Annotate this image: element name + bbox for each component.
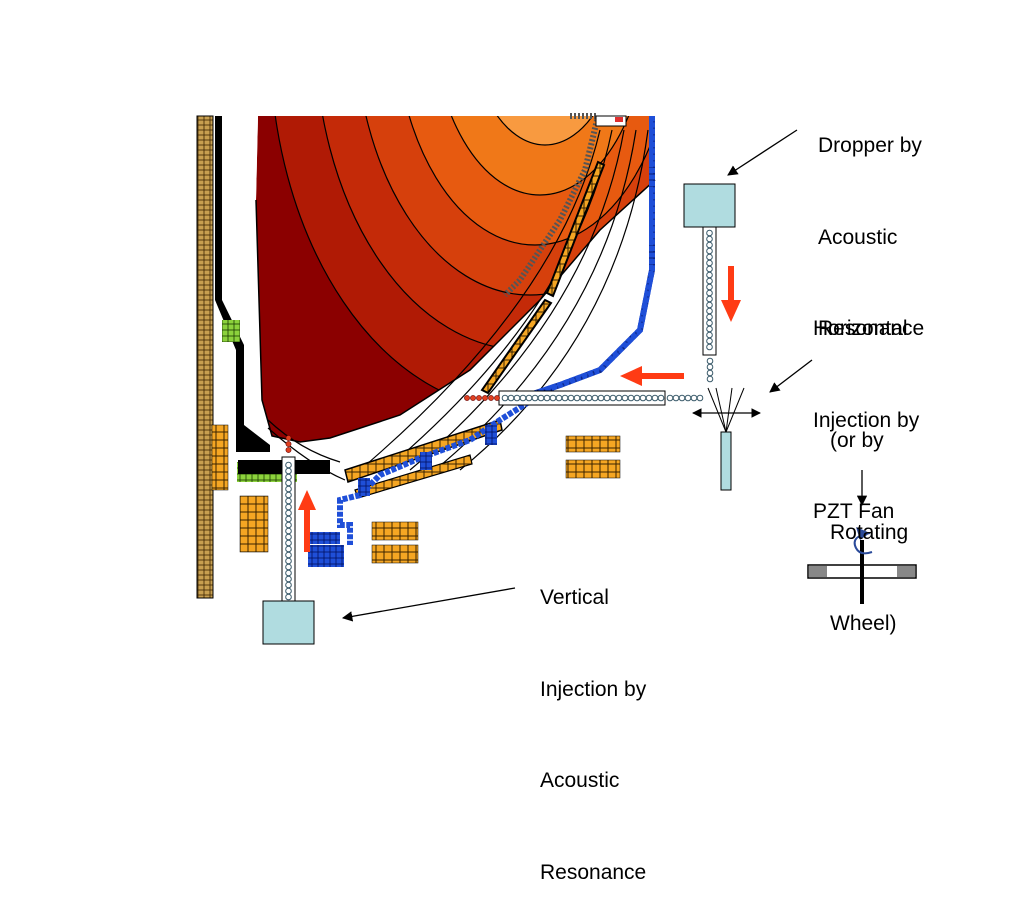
dropper-leader [727,129,798,176]
horizontal-label: Horizontal Injection by PZT Fan [813,253,919,558]
vertical-label-line-1: Vertical [540,586,609,609]
dropper-body [683,183,736,228]
horizontal-label-line-2: Injection by [813,408,920,432]
horizontal-label-line-3: PZT Fan [813,500,895,523]
vertical-injector-body [262,600,315,645]
vertical-pellets-in-plasma [285,435,292,453]
alternative-label: (or by Rotating Wheel) [830,365,908,670]
diagram: Dropper by Acoustic Resonance Horizontal… [196,70,924,884]
divertor-blue-block-4 [308,545,344,567]
vertical-pellets [285,461,292,601]
alternative-label-line-2: Rotating [830,520,909,544]
vertical-leader [341,587,516,622]
pf-coils [211,424,621,564]
leader-arrows [341,129,868,622]
divertor-blue-block-3 [358,478,370,496]
vertical-label-line-3: Acoustic [540,769,620,792]
separatrix [255,179,656,443]
green-coil-upper [222,320,240,342]
outer-blue-wall-edge [529,116,655,398]
upper-port [595,115,627,127]
diagram-svg [196,113,917,645]
dropper-flow-arrow [721,266,741,322]
horizontal-label-line-1: Horizontal [813,317,908,340]
horizontal-pellets [501,394,704,402]
vertical-flow-arrow [298,490,316,552]
horizontal-flow-arrow [620,366,684,386]
rotating-wheel [807,527,917,604]
dropper-label-line-1: Dropper by [818,134,922,157]
divertor-target [344,419,503,483]
pzt-fan [692,387,761,491]
vertical-label: Vertical Injection by Acoustic Resonance [540,522,646,919]
alternative-label-line-3: Wheel) [830,612,897,635]
vertical-label-line-2: Injection by [540,677,647,701]
horizontal-pellets-in-plasma [464,395,500,401]
vertical-label-line-4: Resonance [540,860,647,884]
inner-wall [196,115,214,599]
baffle-plates [480,160,606,395]
dropper-label-line-3: Resonance [818,317,925,340]
dropper-pellets [706,229,714,383]
dropper-label: Dropper by Acoustic Resonance [818,70,924,375]
alternative-label-line-1: (or by [830,429,884,452]
upper-port-mark [615,117,623,122]
divertor-blue-block-2 [420,452,432,470]
divertor-blue-block-1 [485,425,497,445]
inner-limiter [215,116,270,452]
divertor-blue-block-5 [310,532,340,544]
dropper-label-line-2: Acoustic [818,225,898,249]
sol-field-lines [267,129,649,481]
horizontal-leader [769,359,813,393]
